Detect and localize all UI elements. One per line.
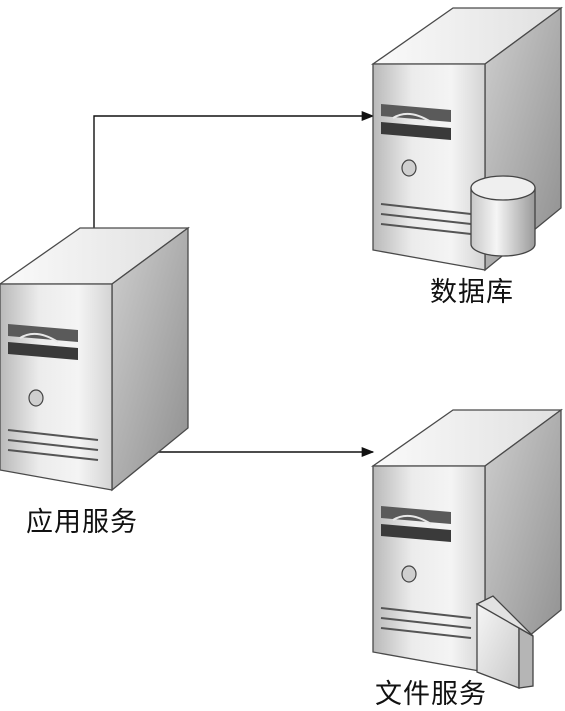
node-label-app-service: 应用服务 <box>26 507 138 538</box>
node-label-database: 数据库 <box>430 277 514 308</box>
node-label-file-service: 文件服务 <box>375 679 487 710</box>
server-icon <box>0 226 190 492</box>
edge-app-to-database <box>93 110 375 240</box>
database-cylinder-icon <box>470 175 536 257</box>
server-with-file-icon <box>370 408 563 689</box>
server-with-database-icon <box>370 6 563 272</box>
file-document-icon <box>475 595 534 689</box>
